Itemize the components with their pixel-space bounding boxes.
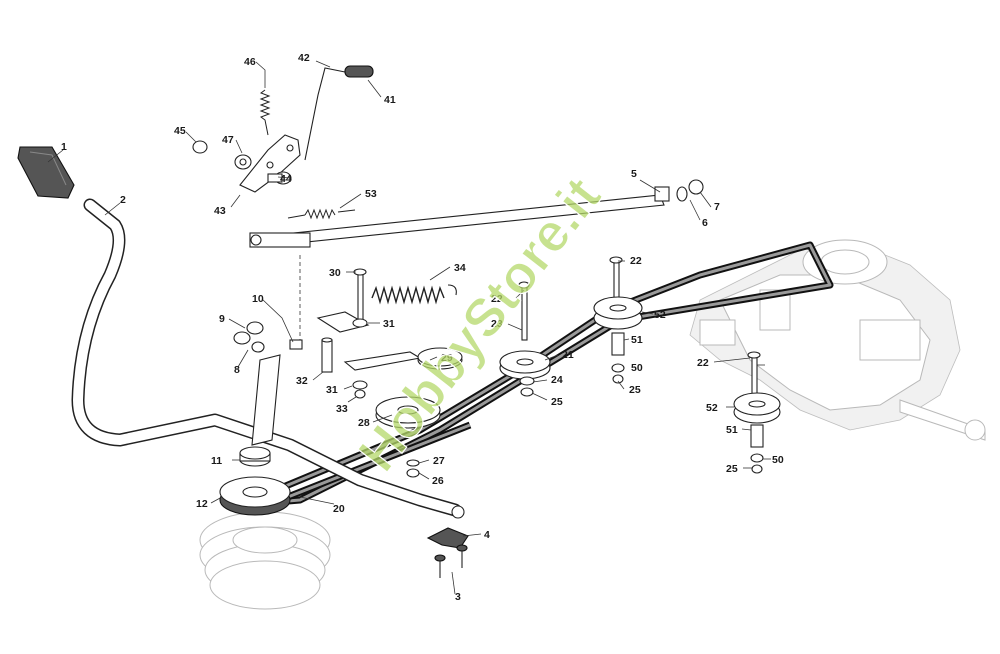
- callout-25-b: 25: [629, 384, 641, 396]
- pulley-52-lower: [733, 351, 781, 474]
- callout-51-a: 51: [631, 334, 643, 346]
- callout-29: 29: [441, 352, 453, 364]
- clip-4-screws-3: [426, 527, 469, 578]
- callout-6: 6: [702, 217, 708, 229]
- pedal-pad: [17, 146, 75, 199]
- drive-belt: [236, 241, 834, 514]
- callout-28: 28: [358, 417, 370, 429]
- clutch-ghost: [199, 511, 331, 610]
- callout-31-a: 31: [383, 318, 395, 330]
- callout-8: 8: [234, 364, 240, 376]
- callout-labels: 1 2 3 4 5 6 7 8 9 10 11 12 20 21 22 22 2…: [61, 52, 784, 603]
- callout-12: 12: [196, 498, 208, 510]
- callout-22-c: 22: [697, 357, 709, 369]
- hardware-45-47-44: [192, 140, 292, 185]
- pulley-12: [219, 446, 291, 516]
- callout-4: 4: [484, 529, 490, 541]
- tensioner-plate: [251, 354, 281, 446]
- callout-51-b: 51: [726, 424, 738, 436]
- callout-33: 33: [336, 403, 348, 415]
- callout-52-b: 52: [706, 402, 718, 414]
- callout-25-c: 25: [726, 463, 738, 475]
- callout-50-a: 50: [631, 362, 643, 374]
- spring-34: [371, 284, 457, 305]
- callout-1: 1: [61, 141, 67, 153]
- control-bracket: [239, 65, 374, 193]
- callout-10: 10: [252, 293, 264, 305]
- callout-24: 24: [551, 374, 563, 386]
- idler-bracket: [316, 268, 422, 399]
- callout-27: 27: [433, 455, 445, 467]
- callout-3: 3: [455, 591, 461, 603]
- callout-5: 5: [631, 168, 637, 180]
- callout-31-b: 31: [326, 384, 338, 396]
- leader-lines: [47, 60, 771, 595]
- callout-42: 42: [298, 52, 310, 64]
- callout-21: 21: [562, 349, 574, 361]
- transmission-ghost: [689, 239, 986, 441]
- callout-34: 34: [454, 262, 466, 274]
- pulley-52-upper: [593, 256, 643, 384]
- pedal-rod: [71, 198, 465, 519]
- callout-26: 26: [432, 475, 444, 487]
- callout-7: 7: [714, 201, 720, 213]
- hardware-6-7: [676, 179, 704, 202]
- callout-53: 53: [365, 188, 377, 200]
- callout-47: 47: [222, 134, 234, 146]
- callout-43: 43: [214, 205, 226, 217]
- callout-25-a: 25: [551, 396, 563, 408]
- spring-53: [287, 208, 356, 220]
- callout-2: 2: [120, 194, 126, 206]
- callout-32: 32: [296, 375, 308, 387]
- callout-46: 46: [244, 56, 256, 68]
- callout-52-a: 52: [654, 309, 666, 321]
- upper-linkage-bar: [249, 186, 670, 248]
- callout-9: 9: [219, 313, 225, 325]
- callout-45: 45: [174, 125, 186, 137]
- callout-50-b: 50: [772, 454, 784, 466]
- callout-44: 44: [280, 173, 292, 185]
- callout-22-b: 22: [491, 293, 503, 305]
- callout-11: 11: [211, 455, 222, 467]
- callout-41: 41: [384, 94, 396, 106]
- pulley-28-29: [375, 347, 463, 429]
- pulley-21: [499, 281, 551, 397]
- callout-23: 23: [491, 318, 503, 330]
- callout-30: 30: [329, 267, 341, 279]
- callout-20: 20: [333, 503, 345, 515]
- callout-22-a: 22: [630, 255, 642, 267]
- hardware-8-9-10: [233, 321, 303, 353]
